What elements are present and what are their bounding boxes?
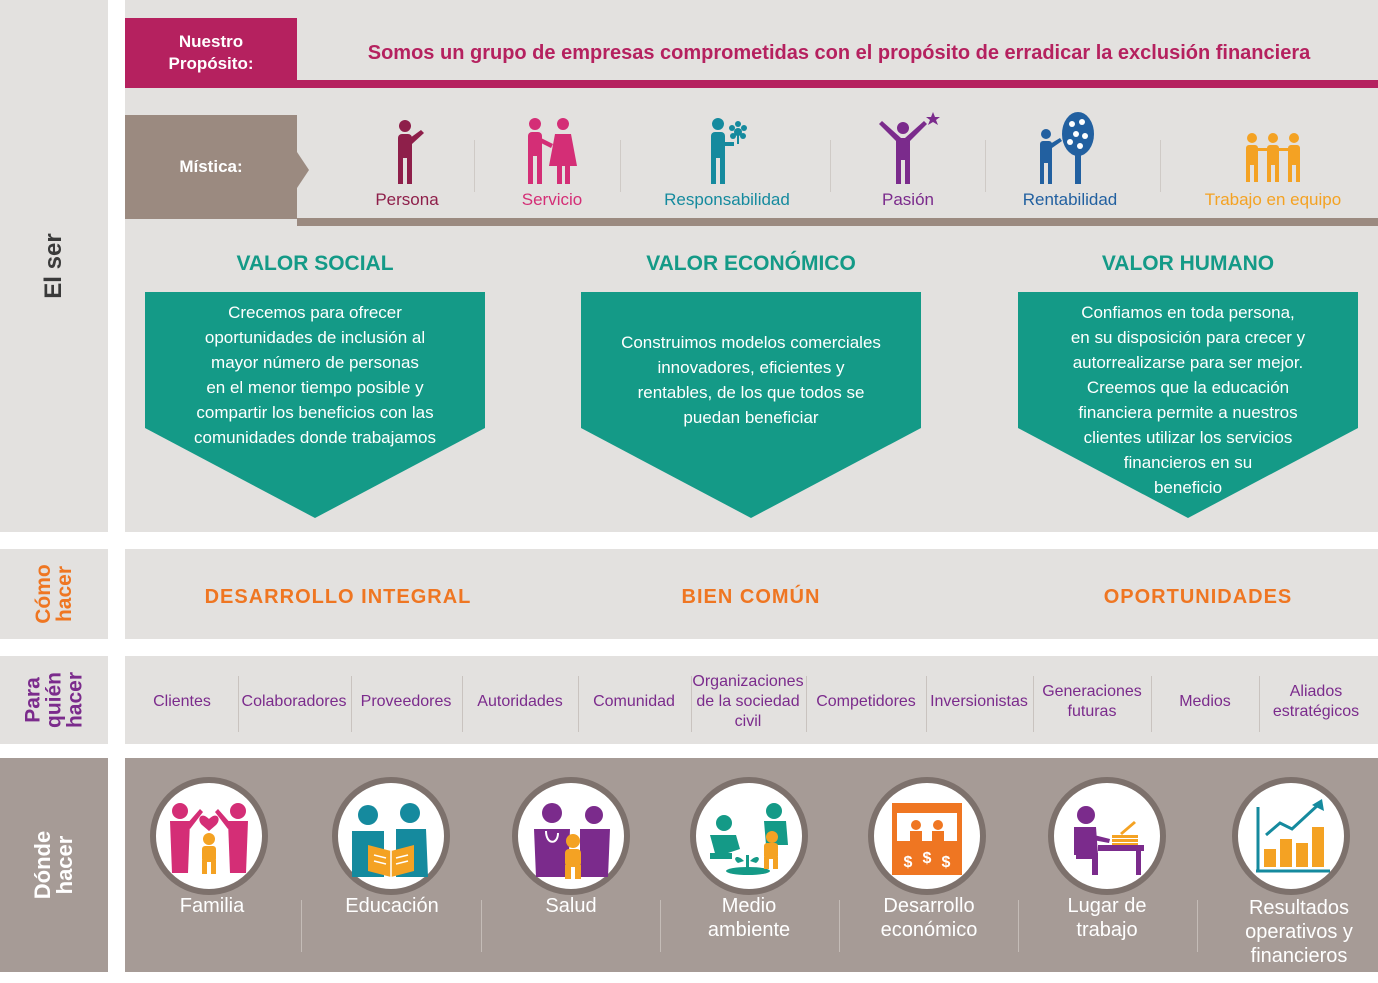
mistica-item-responsabilidad: Responsabilidad [657,112,797,214]
mistica-underline [297,218,1378,226]
para-quien-item: Clientes [153,693,211,710]
donde-medio-ambiente-circle [690,777,808,895]
valor-economico-arrow-shape [581,292,921,518]
mistica-separator [620,140,621,192]
proposito-underline [297,80,1378,88]
mistica-item-trabajo-en-equipo: Trabajo en equipo [1203,112,1343,214]
svg-text:$: $ [923,850,932,867]
para-quien-item: Generaciones futuras [1042,683,1142,720]
valor-social-arrow-shape [145,292,485,518]
panel-para-quien [125,656,1378,744]
donde-familia-label: Familia [179,895,245,917]
donde-separator [301,900,302,952]
donde-salud-label: Salud [545,895,597,917]
workplace-icon [1074,806,1144,875]
responsibility-icon [711,118,747,184]
para-quien-item: Medios [1179,693,1231,710]
donde-familia-circle [150,777,268,895]
donde-resultados-circle [1232,777,1350,895]
person-icon [398,120,424,184]
valor-humano-title: VALOR HUMANO [1101,252,1275,275]
proposito-label-box: Nuestro Propósito: [125,18,297,88]
side-label-para-quien: Para quién hacer [0,656,108,744]
donde-salud-circle [512,777,630,895]
donde-separator [1018,900,1019,952]
mistica-item-pasion: Pasión [838,112,978,214]
results-chart-icon [1256,799,1330,873]
valor-economico-title: VALOR ECONÓMICO [646,252,856,275]
para-quien-item: Inversionistas [930,693,1028,710]
donde-educacion-label: Educación [345,895,439,917]
donde-hacer-label: Dónde hacer [30,830,77,900]
side-label-el-ser: El ser [0,0,108,532]
para-quien-item: Autoridades [477,693,563,710]
donde-separator [481,900,482,952]
mistica-separator [830,140,831,192]
donde-separator [660,900,661,952]
donde-educacion-circle [332,777,450,895]
mistica-label-box: Mística: [125,115,297,219]
para-quien-separator [806,676,807,732]
side-label-donde-hacer: Dónde hacer [0,758,108,972]
panel-como-hacer [125,549,1378,639]
donde-desarrollo-economico-circle: $ $ $ [868,777,986,895]
para-quien-label: Para quién hacer [21,671,87,729]
para-quien-item: Competidores [816,693,916,710]
para-quien-item: Comunidad [593,693,675,710]
para-quien-item: Aliados estratégicos [1272,683,1360,720]
donde-lugar-de-trabajo-circle [1048,777,1166,895]
family-icon [170,803,248,874]
para-quien-separator [238,676,239,732]
como-bien-comun: BIEN COMÚN [681,586,821,608]
side-label-como-hacer: Cómo hacer [0,549,108,639]
environment-icon [710,803,788,875]
para-quien-separator [926,676,927,732]
para-quien-item: Proveedores [360,693,452,710]
como-desarrollo-integral: DESARROLLO INTEGRAL [204,586,472,608]
para-quien-item: Colaboradores [241,693,347,710]
para-quien-separator [1151,676,1152,732]
service-icon [528,118,577,184]
donde-separator [839,900,840,952]
proposito-text: Somos un grupo de empresas comprometidas… [367,42,1311,64]
para-quien-separator [578,676,579,732]
valor-social-title: VALOR SOCIAL [236,252,394,275]
passion-icon [879,112,940,184]
para-quien-separator [1259,676,1260,732]
mistica-separator [1160,140,1161,192]
svg-text:$: $ [904,854,913,871]
education-icon [352,803,428,877]
economic-development-icon: $ $ $ [892,803,962,875]
el-ser-label: El ser [40,233,67,299]
mistica-item-servicio: Servicio [482,112,622,214]
mistica-separator [985,140,986,192]
donde-separator [1197,900,1198,952]
teamwork-icon [1246,133,1300,182]
health-icon [534,803,610,879]
como-oportunidades: OPORTUNIDADES [1103,586,1293,608]
mistica-separator [474,140,475,192]
svg-text:$: $ [942,854,951,871]
para-quien-item: Organizaciones de la sociedad civil [692,673,804,730]
para-quien-separator [1033,676,1034,732]
valor-humano-arrow-shape [1018,292,1358,518]
mistica-item-rentabilidad: Rentabilidad [1000,112,1140,214]
mistica-item-persona: Persona [337,112,477,214]
mistica-arrow [297,152,309,188]
para-quien-separator [691,676,692,732]
valor-humano-text: Confiamos en toda persona,en su disposic… [1070,303,1306,497]
profitability-icon [1040,112,1094,184]
para-quien-separator [351,676,352,732]
para-quien-separator [462,676,463,732]
como-hacer-label: Cómo hacer [32,564,76,624]
